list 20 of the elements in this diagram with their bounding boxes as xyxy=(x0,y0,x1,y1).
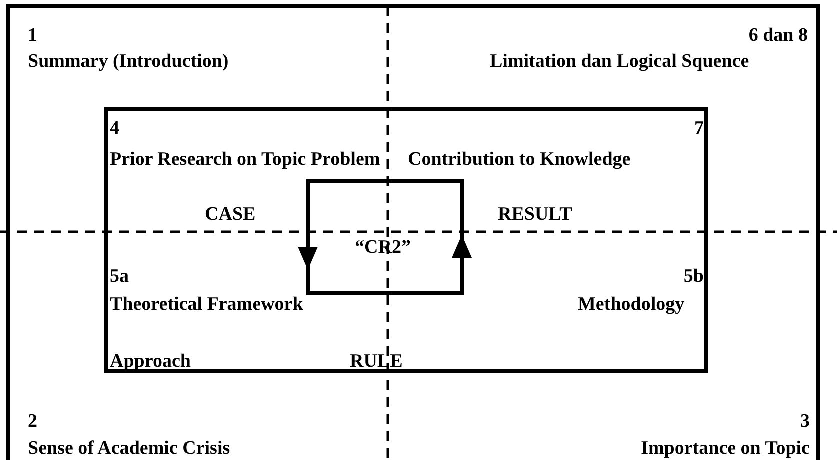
section-title: Summary (Introduction) xyxy=(28,50,229,74)
section-title: Contribution to Knowledge xyxy=(408,148,631,172)
section-title: Prior Research on Topic Problem xyxy=(110,148,382,172)
section-title: Limitation dan Logical Squence xyxy=(490,50,750,74)
section-number: 2 xyxy=(28,410,38,434)
section-number: 5a xyxy=(110,265,129,289)
section-title: Theoretical Framework xyxy=(110,293,304,317)
section-title: Importance on Topic xyxy=(641,437,810,460)
section-number: 3 xyxy=(800,410,810,434)
quadrant-label: CASE xyxy=(205,203,256,227)
section-title: Methodology xyxy=(578,293,685,317)
section-title: Sense of Academic Crisis xyxy=(28,437,230,460)
quadrant-label: RESULT xyxy=(498,203,572,227)
section-number: 7 xyxy=(694,117,704,141)
section-number: 4 xyxy=(110,117,120,141)
section-number: 1 xyxy=(28,24,38,48)
section-number: 6 dan 8 xyxy=(748,24,808,48)
quadrant-label: RULE xyxy=(350,350,403,374)
section-number: 5b xyxy=(684,265,704,289)
quadrant-label: Approach xyxy=(110,350,191,374)
